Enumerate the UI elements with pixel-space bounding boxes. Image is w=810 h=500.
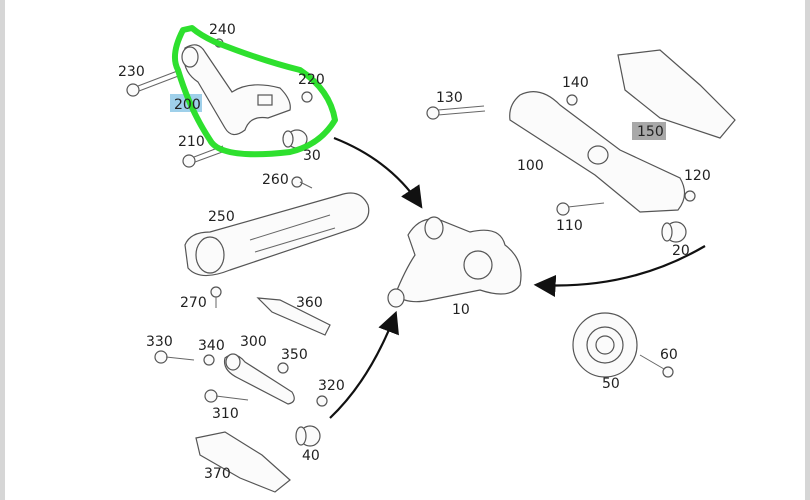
callout-310: 310: [212, 406, 239, 422]
callout-20: 20: [672, 243, 690, 259]
part-120-nut: [684, 190, 696, 202]
callout-100: 100: [517, 158, 544, 174]
right-border: [805, 0, 810, 500]
callout-220: 220: [298, 72, 325, 88]
callout-30: 30: [303, 148, 321, 164]
callout-200: 200: [174, 97, 201, 113]
callout-60: 60: [660, 347, 678, 363]
callout-260: 260: [262, 172, 289, 188]
part-140-nut: [566, 94, 578, 106]
callout-330: 330: [146, 334, 173, 350]
part-100-trailing-arm: [509, 91, 686, 213]
part-10-knuckle: [387, 216, 522, 308]
callout-340: 340: [198, 338, 225, 354]
part-270-bolt: [210, 286, 222, 308]
part-30-bushing: [282, 129, 308, 149]
part-260-bolt: [291, 176, 313, 189]
part-210-bolt: [182, 145, 226, 168]
part-130-bolt: [426, 105, 486, 120]
part-50-wheel-hub: [572, 312, 638, 378]
callout-320: 320: [318, 378, 345, 394]
part-300-link: [223, 353, 295, 405]
callout-360: 360: [296, 295, 323, 311]
callout-110: 110: [556, 218, 583, 234]
callout-150-highlight: [632, 122, 666, 140]
callout-120: 120: [684, 168, 711, 184]
arrow-to-knuckle-top: [333, 136, 423, 209]
callout-130: 130: [436, 90, 463, 106]
part-230-bolt: [126, 69, 182, 97]
part-40-bushing: [295, 425, 321, 447]
callout-350: 350: [281, 347, 308, 363]
callout-370: 370: [204, 466, 231, 482]
part-150-shield: [617, 49, 736, 139]
callout-250: 250: [208, 209, 235, 225]
part-310-bolt: [204, 389, 249, 403]
part-220-nut: [301, 91, 313, 103]
callout-240: 240: [209, 22, 236, 38]
part-60-bolt: [639, 354, 674, 378]
part-360-bracket: [256, 297, 331, 336]
part-350-nut: [277, 362, 289, 374]
callout-300: 300: [240, 334, 267, 350]
part-330-bolt: [154, 350, 195, 364]
part-370-bracket: [195, 431, 291, 493]
callout-40: 40: [302, 448, 320, 464]
part-110-bolt: [556, 202, 605, 216]
callout-150: 150: [637, 124, 664, 140]
green-highlight-outline: [171, 25, 338, 158]
part-340-nut: [203, 354, 215, 366]
callout-10: 10: [452, 302, 470, 318]
left-border: [0, 0, 5, 500]
callout-230: 230: [118, 64, 145, 80]
part-20-bushing: [661, 221, 687, 243]
callout-270: 270: [180, 295, 207, 311]
callout-140: 140: [562, 75, 589, 91]
part-200-control-arm: [181, 44, 291, 136]
part-320-nut: [316, 395, 328, 407]
arrow-to-knuckle-right: [533, 245, 706, 297]
callout-50: 50: [602, 376, 620, 392]
part-250-lower-control-arm: [184, 192, 370, 277]
callout-210: 210: [178, 134, 205, 150]
arrow-to-knuckle-bottom: [329, 310, 399, 419]
